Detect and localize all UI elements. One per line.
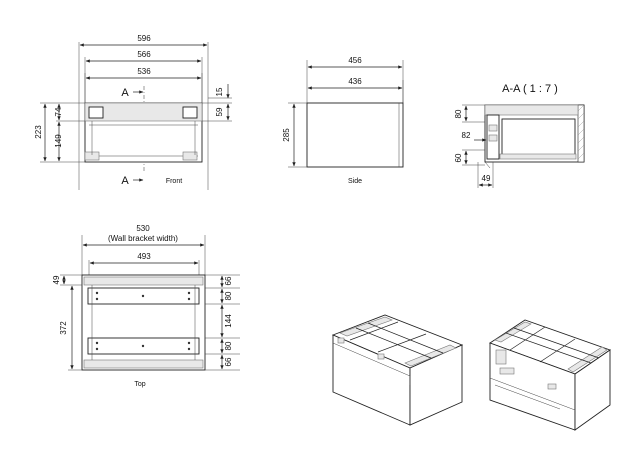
- dim-66-a: 66: [220, 275, 233, 288]
- top-front-rail: [83, 359, 204, 369]
- dim-49-top-label: 49: [52, 275, 61, 284]
- section-marker-label: A: [121, 87, 129, 99]
- section-title: A-A ( 1 : 7 ): [502, 83, 558, 95]
- right-bracket: [182, 106, 198, 119]
- dim-530-label: 530: [136, 224, 150, 233]
- side-view: 456 436 285 Side: [282, 56, 404, 185]
- dim-536-label: 536: [137, 67, 151, 76]
- section-drawer-bottom: [499, 153, 577, 160]
- dim-149-label: 149: [54, 134, 63, 148]
- dim-66-b: 66: [220, 354, 233, 370]
- dim-456: 456: [307, 56, 403, 69]
- dim-66-b-label: 66: [224, 357, 233, 366]
- dim-144-label: 144: [224, 314, 233, 328]
- dim-82-label: 82: [462, 131, 471, 140]
- dim-60: 60: [454, 150, 468, 165]
- dim-596: 596: [79, 34, 208, 47]
- section-marker-bottom: A: [121, 175, 144, 187]
- dim-596-label: 596: [137, 34, 151, 43]
- section-marker-label-bottom: A: [121, 175, 129, 187]
- isometric-view-front: [331, 314, 464, 426]
- dim-456-label: 456: [348, 56, 362, 65]
- section-drawer: [501, 118, 576, 156]
- dim-372: 372: [59, 285, 74, 370]
- dim-60-label: 60: [454, 153, 463, 162]
- dim-74: 74: [54, 103, 63, 121]
- dim-80-a: 80: [220, 288, 233, 304]
- dim-493-label: 493: [137, 252, 151, 261]
- section-marker-top: A: [121, 87, 144, 99]
- dim-530: 530 (Wall bracket width): [82, 224, 205, 247]
- wall-bracket-label: (Wall bracket width): [108, 234, 178, 243]
- section-view: A-A ( 1 : 7 ) 80 82: [454, 83, 585, 188]
- dim-74-label: 74: [54, 107, 63, 116]
- top-view-label: Top: [134, 381, 145, 388]
- dim-59: 59: [215, 103, 230, 121]
- section-top-rail: [484, 104, 579, 116]
- dim-493: 493: [89, 252, 199, 265]
- dim-80-label: 80: [454, 109, 463, 118]
- dim-49-label: 49: [482, 174, 491, 183]
- top-view: 530 (Wall bracket width) 493 49: [52, 224, 240, 388]
- front-top-rail: [84, 102, 203, 122]
- dim-49: 49: [478, 174, 493, 187]
- front-view: 596 566 536 A 223: [34, 34, 232, 190]
- dim-372-label: 372: [59, 321, 68, 335]
- dim-436: 436: [307, 77, 403, 90]
- dim-80-b: 80: [220, 338, 233, 354]
- dim-285-label: 285: [282, 128, 291, 142]
- dim-436-label: 436: [348, 77, 362, 86]
- dim-15: 15: [215, 84, 230, 99]
- top-rear-rail: [83, 276, 204, 286]
- dim-15-label: 15: [215, 87, 224, 96]
- dim-66-a-label: 66: [224, 276, 233, 285]
- left-bracket: [88, 106, 104, 119]
- dim-285: 285: [282, 103, 296, 167]
- dim-80-b-label: 80: [224, 341, 233, 350]
- dim-82: 82: [462, 131, 487, 142]
- side-panel: [306, 102, 404, 168]
- dim-223-label: 223: [34, 125, 43, 139]
- dim-59-label: 59: [215, 107, 224, 116]
- dim-80-a-label: 80: [224, 291, 233, 300]
- front-view-label: Front: [166, 178, 182, 185]
- dim-80: 80: [454, 105, 468, 122]
- dim-566-label: 566: [137, 50, 151, 59]
- isometric-view-back: [489, 319, 611, 431]
- dim-566: 566: [85, 50, 202, 63]
- right-runner: [182, 151, 198, 161]
- dim-149: 149: [54, 121, 63, 162]
- dim-223: 223: [34, 103, 47, 162]
- dim-49-top: 49: [52, 275, 66, 284]
- dim-144: 144: [220, 304, 233, 338]
- dim-536: 536: [85, 67, 202, 80]
- side-view-label: Side: [348, 178, 362, 185]
